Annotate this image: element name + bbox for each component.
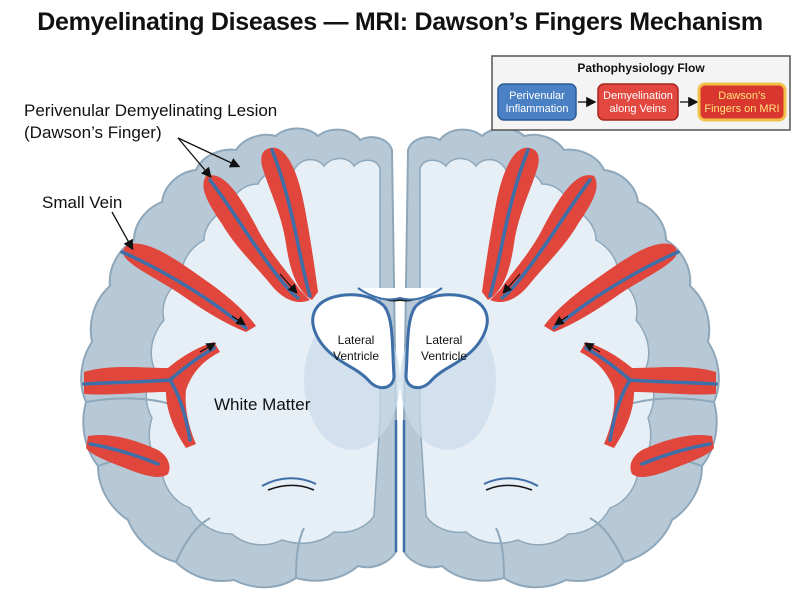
lesion-label-line2: (Dawson’s Finger) (24, 123, 162, 142)
flow-step-1-line2: Inflammation (506, 103, 569, 115)
pathophysiology-flow-panel: Pathophysiology Flow Perivenular Inflamm… (491, 55, 791, 131)
left-lateral-ventricle (311, 293, 396, 390)
right-lateral-ventricle (404, 293, 489, 390)
vein (168, 378, 192, 442)
lesion-label-line1: Perivenular Demyelinating Lesion (24, 101, 277, 120)
vein (88, 442, 160, 466)
flow-title: Pathophysiology Flow (577, 61, 705, 75)
flow-step-1-line1: Perivenular (509, 90, 565, 102)
flow-step-2 (597, 83, 679, 121)
vein (640, 442, 712, 466)
vein (608, 378, 632, 442)
left-white-matter (145, 157, 381, 546)
left-ventricle-label-line1: Lateral (338, 333, 375, 347)
vein (270, 148, 312, 298)
vein (488, 148, 530, 298)
right-ventricle-label-line2: Ventricle (421, 349, 467, 363)
lesion-finger (630, 434, 714, 477)
flow-step-1 (497, 83, 577, 121)
flow-step-2-line1: Demyelination (603, 90, 673, 102)
flow-step-2-line2: along Veins (610, 103, 667, 115)
lesion-finger (482, 147, 539, 300)
lesion-finger (86, 434, 170, 477)
flow-step-3-line1: Dawson’s (718, 90, 766, 102)
right-white-matter (419, 157, 655, 546)
flow-step-3-line2: Fingers on MRI (704, 103, 779, 115)
right-ventricle-label-line1: Lateral (426, 333, 463, 347)
small-vein-label: Small Vein (42, 193, 122, 212)
lesion-finger (261, 147, 318, 300)
page-title: Demyelinating Diseases — MRI: Dawson’s F… (37, 8, 763, 36)
flow-step-3 (697, 82, 787, 122)
white-matter-label: White Matter (214, 395, 311, 414)
left-ventricle-label-line2: Ventricle (333, 349, 379, 363)
